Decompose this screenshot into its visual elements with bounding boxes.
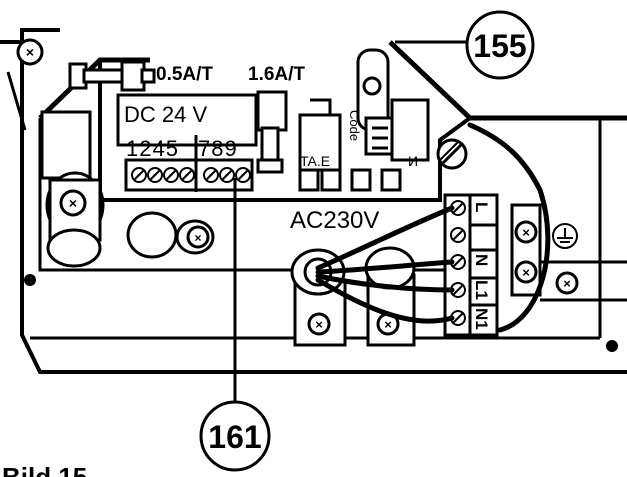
screw-x-icon: ×: [522, 225, 530, 240]
mains-terminal-n: N: [472, 254, 491, 266]
mains-terminal-l1: L1: [472, 280, 491, 300]
screw-x-icon: ×: [384, 317, 392, 332]
dc-voltage-label: DC 24 V: [124, 102, 207, 127]
svg-text:×: ×: [26, 44, 34, 60]
mains-wires: [315, 122, 551, 333]
circuit-board: [38, 60, 472, 272]
housing-dot-right: [606, 340, 618, 352]
fuse-right-rating: 1.6A/T: [248, 64, 305, 85]
svg-text:×: ×: [563, 276, 571, 291]
callout-155: [395, 10, 535, 80]
callout-bottom-number: 161: [208, 419, 261, 455]
capacitor-middle: ×: [126, 211, 215, 259]
fuse-right: [256, 90, 288, 174]
fuse-left-rating: 0.5A/T: [156, 64, 213, 85]
mains-terminal-block: [443, 193, 499, 337]
screw-slot-icon: [436, 138, 468, 170]
figure-caption: Bild 15: [2, 462, 87, 477]
connector-right-label: И: [408, 153, 418, 169]
screw-x-icon: ×: [315, 317, 323, 332]
mains-voltage-label: AC230V: [290, 207, 379, 234]
dc-terminal-block: [116, 93, 258, 192]
mains-terminal-n1: N1: [472, 308, 491, 330]
connector-tae-label: TA.E: [300, 153, 330, 169]
screw-x-icon: ×: [522, 265, 530, 280]
screw-x-icon: ×: [194, 231, 201, 245]
ground-symbol-icon: [552, 223, 578, 249]
cable-duct: [540, 260, 627, 302]
connector-code-label: Code: [347, 110, 362, 141]
fuse-left: [68, 60, 156, 92]
dc-terminals-right-group: 789: [198, 136, 238, 161]
callout-161: [199, 178, 271, 472]
callout-top-number: 155: [473, 28, 526, 64]
screw-x-icon: ×: [69, 195, 77, 211]
dc-terminals-left-group: 1245: [126, 136, 179, 161]
mains-terminal-l: L: [472, 202, 491, 212]
cable-duct-screw: ×: [555, 271, 579, 295]
corner-screw-top-left: ×: [16, 38, 44, 66]
earth-terminal: × ×: [510, 203, 542, 297]
cable-grommet-left: ×: [290, 248, 347, 347]
capacitor-left: ×: [40, 110, 105, 268]
housing-dot-left: [24, 274, 36, 286]
code-connector: [298, 48, 430, 192]
cable-grommet-right: ×: [364, 246, 416, 347]
